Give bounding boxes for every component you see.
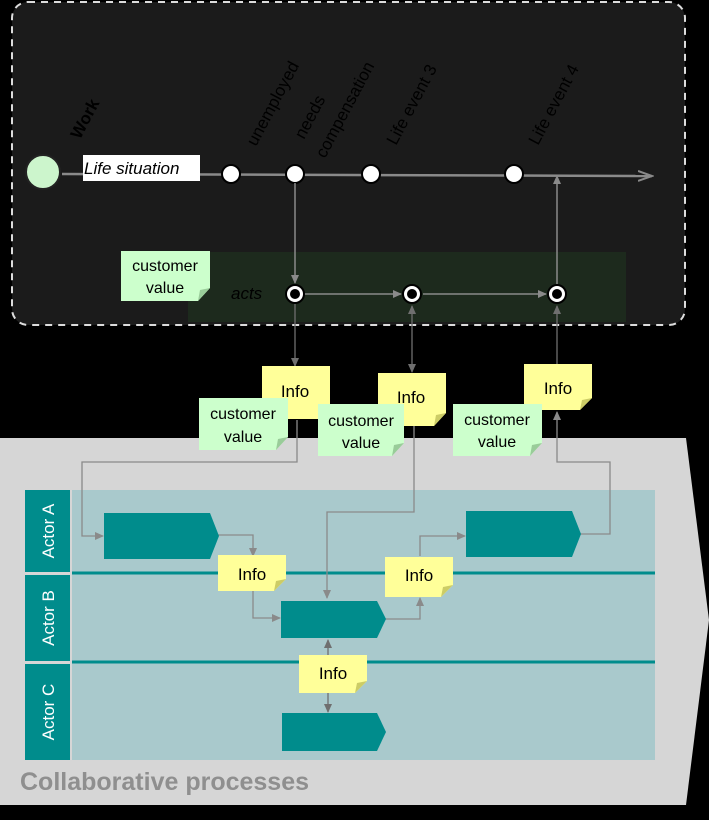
actor-b-label: Actor B — [39, 590, 58, 646]
actor-a-label: Actor A — [39, 503, 58, 558]
svg-text:Info: Info — [405, 566, 433, 585]
customer-value-note-1: customer value — [199, 398, 288, 450]
svg-text:Info: Info — [319, 664, 347, 683]
actor-a-label-box — [25, 490, 70, 572]
event-node-needs-compensation — [285, 164, 305, 184]
svg-text:customer: customer — [464, 412, 530, 429]
customer-value-note-top: customer value — [121, 251, 210, 301]
svg-text:Info: Info — [281, 382, 309, 401]
svg-text:Info: Info — [238, 565, 266, 584]
event-node-life-event-4 — [504, 164, 524, 184]
process-actor-b — [281, 601, 386, 638]
connector-process-b-to-info2 — [384, 597, 424, 620]
connector-process-a2-to-info3 — [553, 411, 611, 535]
info-note-4: Info — [218, 555, 286, 591]
svg-text:value: value — [342, 435, 380, 452]
svg-text:customer: customer — [328, 413, 394, 430]
event-node-unemployed — [221, 164, 241, 184]
svg-text:customer: customer — [132, 258, 198, 275]
life-situation-label: Life situation — [84, 159, 179, 178]
svg-text:customer: customer — [210, 406, 276, 423]
act-node-1-inner — [290, 289, 300, 299]
act-node-2-inner — [407, 289, 417, 299]
svg-text:Info: Info — [397, 388, 425, 407]
actor-c-label: Actor C — [39, 684, 58, 741]
svg-text:value: value — [146, 280, 184, 297]
process-actor-c — [282, 713, 386, 751]
work-start-node — [25, 154, 61, 190]
connector-info-to-process-b — [252, 590, 281, 622]
process-actor-a-2 — [466, 511, 581, 557]
customer-value-note-3: customer value — [453, 404, 542, 456]
svg-text:Info: Info — [544, 379, 572, 398]
info-note-6: Info — [299, 655, 367, 693]
info-note-3: Info — [524, 364, 592, 410]
life-situation-frame — [11, 1, 686, 326]
svg-text:value: value — [478, 434, 516, 451]
svg-text:value: value — [224, 429, 262, 446]
collaborative-label: Collaborative processes — [20, 768, 309, 796]
connector-info2-down-to-process-b — [323, 420, 415, 599]
actor-b-label-box — [25, 575, 70, 661]
process-actor-a-1 — [104, 513, 219, 559]
info-note-5: Info — [385, 557, 453, 597]
event-node-life-event-3 — [361, 164, 381, 184]
connector-process-a1-to-info — [218, 534, 257, 557]
act-node-3-inner — [552, 289, 562, 299]
actor-c-label-box — [25, 664, 70, 760]
acts-label: acts — [231, 284, 263, 303]
connector-info1-to-process-a1 — [81, 420, 298, 540]
connector-info2-to-process-a2 — [419, 532, 466, 556]
customer-value-note-2: customer value — [318, 404, 404, 456]
life-situation-label-bg — [83, 155, 200, 181]
